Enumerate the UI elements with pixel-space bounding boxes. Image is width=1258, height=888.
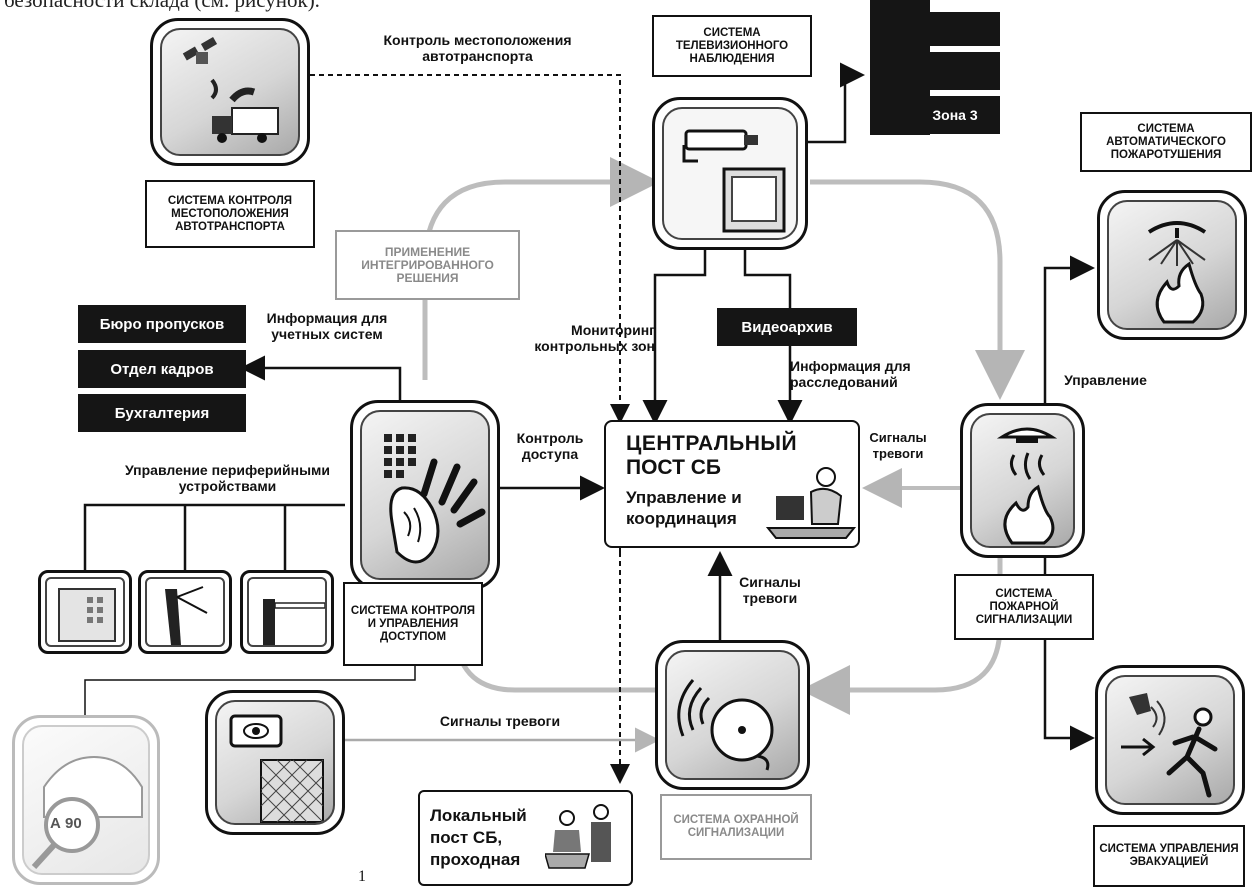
smoke-detector-fire-icon bbox=[996, 427, 1058, 545]
access-control-edge-label: Контроль доступа bbox=[516, 430, 584, 462]
access-system-label: СИСТЕМА КОНТРОЛЯ И УПРАВЛЕНИЯ ДОСТУПОМ bbox=[343, 582, 483, 666]
cctv-node bbox=[652, 97, 808, 250]
fire-alarm-label: СИСТЕМА ПОЖАРНОЙ СИГНАЛИЗАЦИИ bbox=[954, 574, 1094, 640]
video-archive-box: Видеоархив bbox=[717, 308, 857, 346]
alarms-right-edge-label: Сигналы тревоги bbox=[869, 430, 927, 461]
guards-icon bbox=[545, 804, 611, 869]
access-control-node bbox=[350, 400, 500, 590]
vehicle-tracking-node bbox=[150, 18, 310, 166]
perimeter-node bbox=[205, 690, 345, 835]
running-man-icon bbox=[1121, 693, 1218, 798]
peripherals-edge-label: Управление периферийными устройствами bbox=[124, 462, 331, 494]
plate-text: А 90 bbox=[50, 815, 82, 832]
vehicle-tracking-label: СИСТЕМА КОНТРОЛЯ МЕСТОПОЛОЖЕНИЯ АВТОТРАН… bbox=[145, 180, 315, 248]
evacuation-label: СИСТЕМА УПРАВЛЕНИЯ ЭВАКУАЦИЕЙ bbox=[1093, 825, 1245, 887]
fire-extinguishing-label: СИСТЕМА АВТОМАТИЧЕСКОГО ПОЖАРОТУШЕНИЯ bbox=[1080, 112, 1252, 172]
central-sub-2: координация bbox=[626, 509, 737, 528]
vehicle-control-edge-label: Контроль местоположения автотранспорта bbox=[383, 32, 572, 64]
alarm-bell-icon bbox=[677, 679, 774, 771]
local-post-line-3: проходная bbox=[430, 850, 521, 869]
barrier-icon bbox=[263, 599, 325, 645]
plate-reader-node: А 90 bbox=[12, 715, 160, 885]
integrated-solution-label: ПРИМЕНЕНИЕ ИНТЕГРИРОВАННОГО РЕШЕНИЯ bbox=[335, 230, 520, 300]
passes-box: Бюро пропусков bbox=[78, 305, 246, 343]
control-edge-label: Управление bbox=[1064, 372, 1147, 388]
monitoring-edge-label: Мониторинг контрольных зон bbox=[534, 322, 655, 354]
alarms-bottom-edge-label: Сигналы тревоги bbox=[439, 713, 561, 729]
camera-monitor-icon bbox=[682, 129, 786, 233]
barrier-node bbox=[240, 570, 334, 654]
alarms-mid-edge-label: Сигналы тревоги bbox=[739, 574, 801, 606]
loop-right bbox=[810, 179, 1025, 400]
turnstile-node bbox=[138, 570, 232, 654]
top-text: безопасности склада (см. рисунок). bbox=[4, 0, 320, 12]
hr-box: Отдел кадров bbox=[78, 350, 246, 388]
evacuation-node bbox=[1095, 665, 1245, 815]
security-alarm-node bbox=[655, 640, 810, 790]
eye-fence-icon bbox=[229, 714, 324, 823]
local-post-line-2: пост СБ, bbox=[430, 828, 503, 847]
central-title-2: ПОСТ СБ bbox=[626, 456, 721, 479]
security-alarm-label: СИСТЕМА ОХРАННОЙ СИГНАЛИЗАЦИИ bbox=[660, 794, 812, 860]
zone-mask bbox=[870, 0, 930, 135]
accounting-box: Бухгалтерия bbox=[78, 394, 246, 432]
local-post-line-1: Локальный bbox=[430, 806, 527, 825]
turnstile-icon bbox=[165, 586, 208, 645]
footer-mark: 1 bbox=[358, 868, 366, 885]
central-title-1: ЦЕНТРАЛЬНЫЙ bbox=[626, 432, 798, 455]
info-accounting-edge-label: Информация для учетных систем bbox=[266, 310, 388, 342]
investigation-edge-label: Информация для расследований bbox=[790, 358, 911, 390]
car-magnifier-icon bbox=[31, 755, 143, 870]
cctv-label: СИСТЕМА ТЕЛЕВИЗИОННОГО НАБЛЮДЕНИЯ bbox=[652, 15, 812, 77]
keypad-icon bbox=[58, 588, 116, 642]
sprinkler-fire-icon bbox=[1147, 221, 1207, 324]
keypad-node bbox=[38, 570, 132, 654]
fingerprint-hand-icon bbox=[384, 434, 486, 564]
operator-icon bbox=[766, 467, 856, 539]
satellite-truck-icon bbox=[182, 37, 279, 143]
local-post: Локальный пост СБ, проходная bbox=[418, 790, 633, 886]
fire-extinguishing-node bbox=[1097, 190, 1247, 340]
fire-alarm-node bbox=[960, 403, 1085, 558]
central-post: ЦЕНТРАЛЬНЫЙ ПОСТ СБ Управление и координ… bbox=[604, 420, 860, 548]
central-sub-1: Управление и bbox=[626, 488, 742, 507]
